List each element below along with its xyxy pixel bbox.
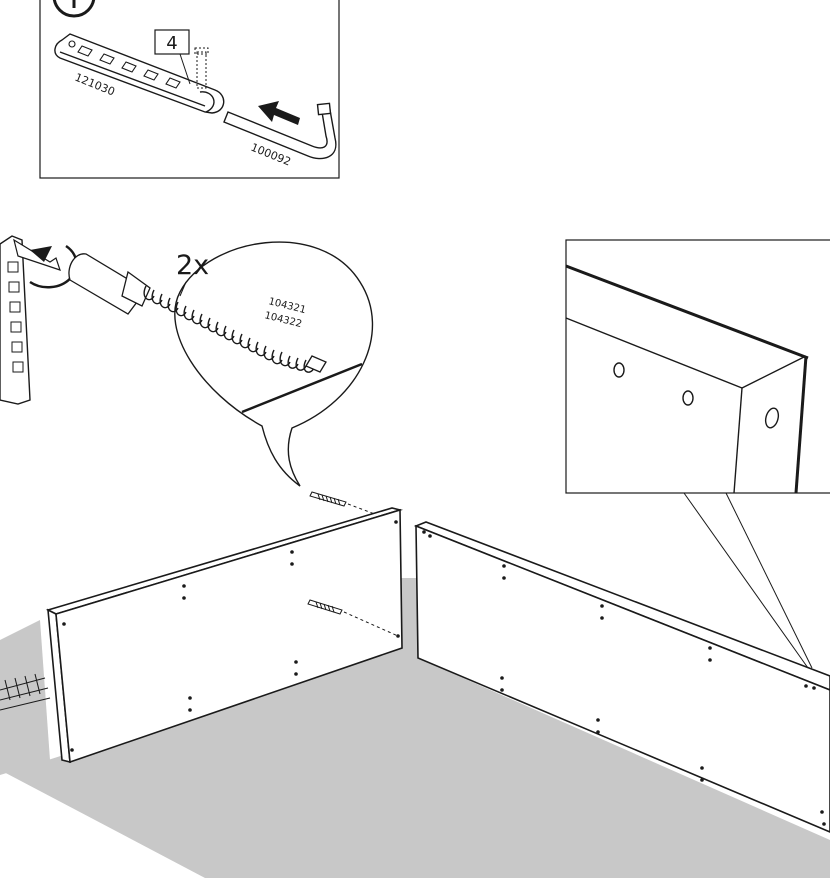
floor-rug-hatching: [0, 673, 51, 711]
screw-drawing: [68, 253, 327, 373]
quantity-leader: [179, 281, 187, 297]
push-arrow-icon: [258, 101, 300, 125]
small-screw-dashed: [194, 47, 209, 89]
floor-shadow-left-edge: [0, 620, 50, 775]
step-number-leader: [179, 53, 191, 85]
inset-tool-panel: 4 121030 100092: [39, 0, 340, 179]
info-circle-icon: [52, 0, 96, 18]
small-screw-top: [309, 491, 347, 507]
step-number-label: 4: [166, 33, 177, 54]
step-number-box: [154, 29, 190, 55]
back-panel-holes: [422, 530, 826, 826]
zoom-panel-holes: [613, 362, 780, 429]
floor-shadow: [0, 578, 830, 878]
allen-key-tool-icon: [223, 102, 337, 160]
tool-rotation-detail: [0, 235, 78, 405]
panel-edge-line: [241, 362, 363, 414]
back-panel: [413, 521, 830, 833]
screw-quantity-label: 2x: [176, 250, 209, 281]
multi-tool-drawing: [54, 33, 225, 114]
screw-guide-line-lower: [343, 611, 399, 637]
zoom-detail-panel: [565, 239, 830, 669]
left-side-panel: [45, 507, 404, 764]
small-screw-lower: [307, 599, 343, 615]
left-panel-holes: [62, 520, 400, 752]
screw-callout-bubble: [174, 241, 374, 487]
